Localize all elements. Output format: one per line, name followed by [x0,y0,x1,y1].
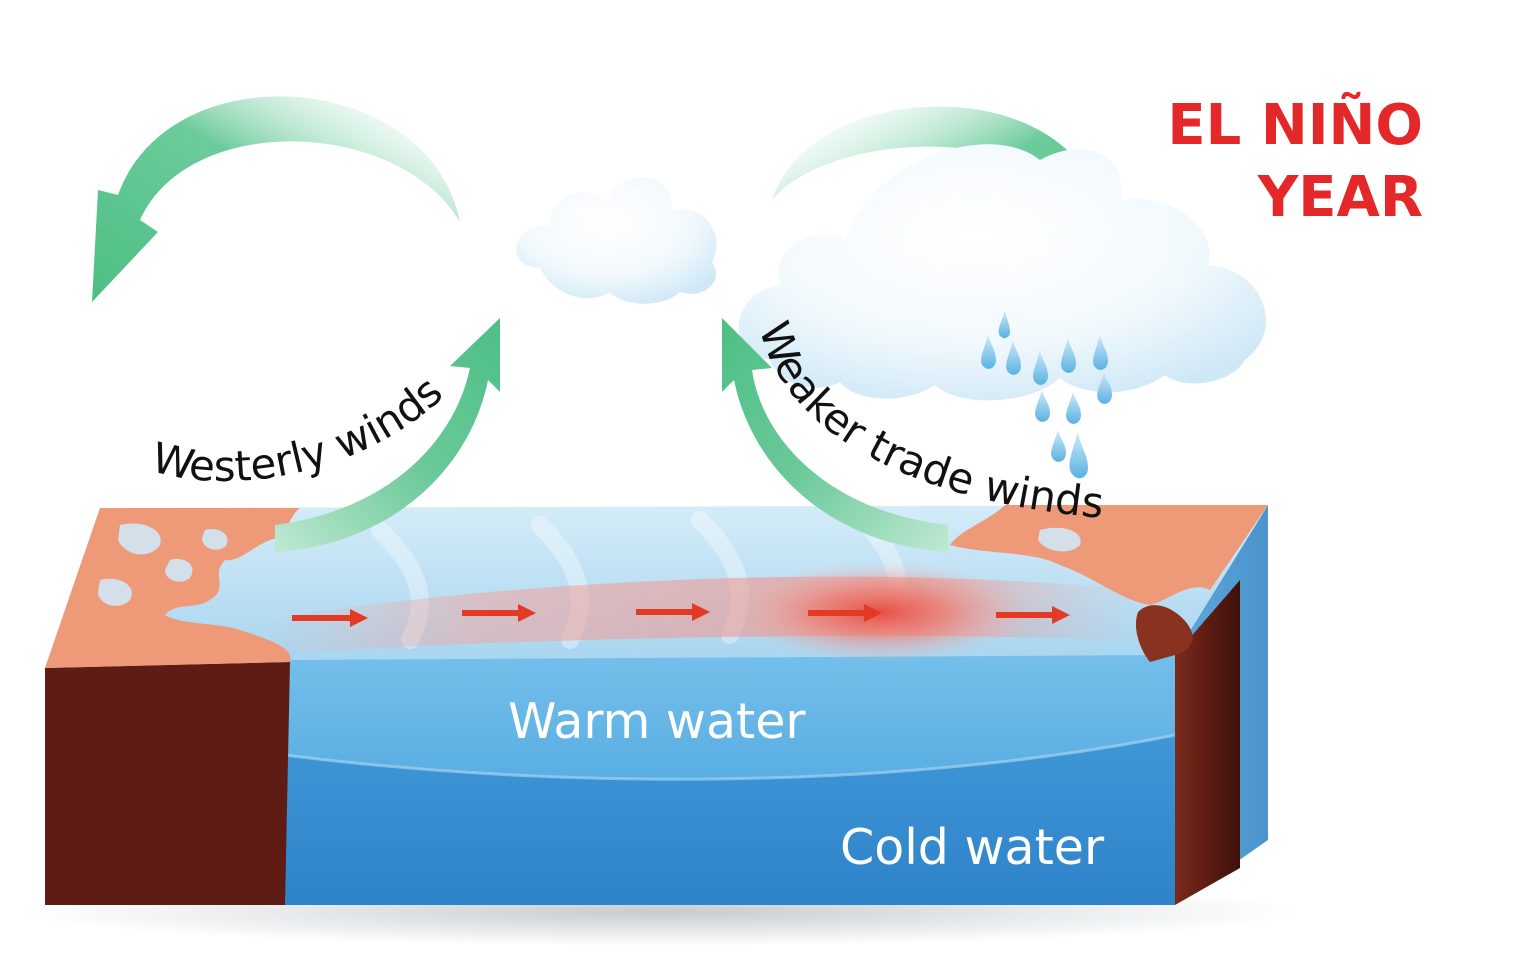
rain-drop [1035,390,1050,422]
rain-cloud [738,144,1266,401]
label-cold-water: Cold water [840,819,1105,876]
current-arrow [292,609,368,627]
land-masses [45,505,1268,668]
label-warm-water: Warm water [508,693,806,750]
arrow-right-top [772,106,1136,302]
rain-drop [1069,432,1088,479]
left-land-cliff [45,662,290,905]
rain-drop [1033,350,1048,385]
rain-drop [981,335,996,369]
arrow-left-top [92,96,460,302]
current-arrows [292,603,1070,627]
rain-drop [1066,392,1081,424]
rain-drop [1006,340,1021,375]
title-line-1: EL NIÑO [1167,93,1423,158]
right-land-cliff [1175,580,1240,905]
rain-drop [998,310,1010,339]
current-arrow [636,603,710,621]
land-americas [950,505,1268,605]
rain-drop [1097,372,1112,404]
right-cliff-top [1135,605,1193,662]
current-arrow [462,604,536,622]
title-line-2: YEAR [1257,165,1423,230]
rain-drop [1051,430,1066,462]
rain-drop [1093,335,1108,370]
current-arrow [996,606,1070,624]
front-warm-layer [285,655,1175,780]
ocean-block [45,505,1268,905]
rain-drops [981,310,1112,479]
land-asia-australia [45,508,300,668]
current-arrow [808,604,882,622]
arrow-left-bottom [275,318,500,552]
rain-drop [1061,338,1076,373]
front-cold-layer [285,735,1175,905]
thermocline-line [284,733,1176,781]
arrow-right-bottom [722,318,948,552]
small-cloud [516,177,717,304]
